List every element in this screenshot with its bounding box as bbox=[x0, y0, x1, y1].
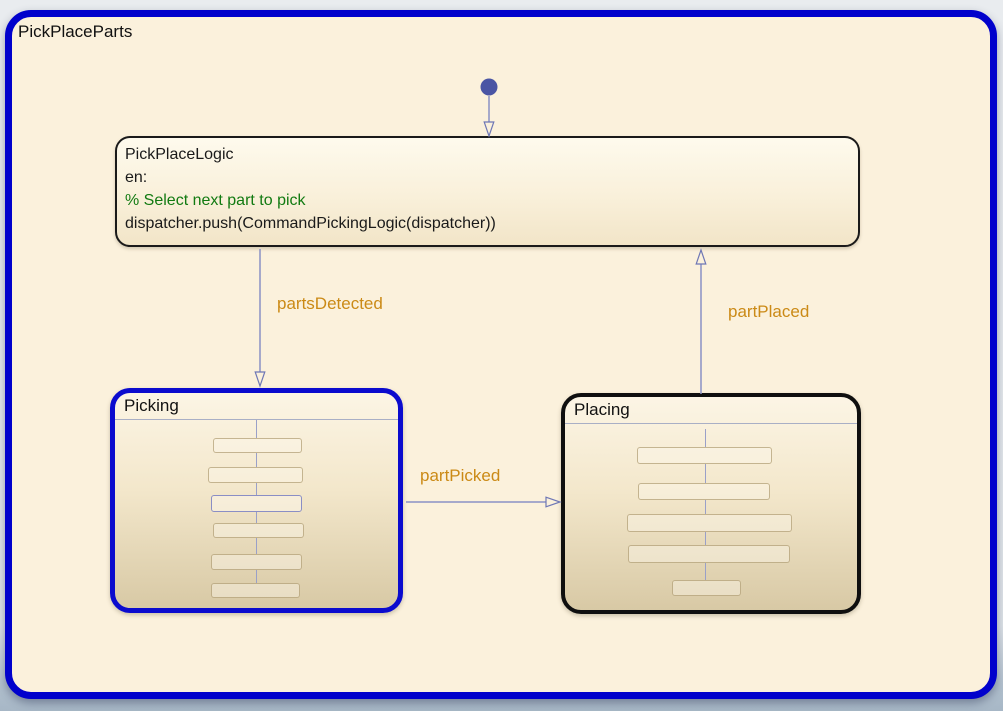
state-pickplacelogic-entry-label: en: bbox=[125, 169, 148, 186]
mini-state-box bbox=[213, 523, 304, 538]
state-placing-title-row: Placing bbox=[565, 397, 857, 424]
state-pickplacelogic-action: dispatcher.push(CommandPickingLogic(disp… bbox=[125, 215, 496, 232]
state-placing[interactable]: Placing bbox=[561, 393, 861, 614]
mini-connector bbox=[256, 570, 257, 583]
transition-label-partsdetected[interactable]: partsDetected bbox=[277, 294, 383, 313]
mini-connector bbox=[705, 563, 706, 580]
mini-connector bbox=[256, 453, 257, 467]
state-picking-name: Picking bbox=[124, 396, 179, 415]
mini-state-box bbox=[627, 514, 792, 532]
mini-state-box-selected bbox=[211, 495, 302, 512]
mini-state-box bbox=[208, 467, 303, 483]
state-pickplacelogic-body: PickPlaceLogic en: % Select next part to… bbox=[125, 143, 850, 235]
mini-state-box bbox=[211, 554, 302, 570]
state-picking[interactable]: Picking bbox=[110, 388, 403, 613]
mini-state-box bbox=[213, 438, 302, 453]
chart-title: PickPlaceParts bbox=[18, 22, 133, 41]
mini-state-box bbox=[211, 583, 300, 598]
mini-state-box bbox=[628, 545, 790, 563]
mini-connector bbox=[256, 483, 257, 495]
mini-state-box bbox=[637, 447, 772, 464]
mini-connector bbox=[705, 429, 706, 447]
mini-connector bbox=[705, 532, 706, 545]
mini-state-box bbox=[638, 483, 770, 500]
mini-connector bbox=[705, 464, 706, 483]
mini-connector bbox=[256, 420, 257, 438]
mini-connector bbox=[256, 512, 257, 523]
state-placing-name: Placing bbox=[574, 400, 630, 419]
state-pickplacelogic-name: PickPlaceLogic bbox=[125, 146, 234, 163]
state-pickplacelogic-comment: % Select next part to pick bbox=[125, 192, 306, 209]
state-pickplacelogic[interactable]: PickPlaceLogic en: % Select next part to… bbox=[115, 136, 860, 247]
mini-connector bbox=[256, 538, 257, 554]
mini-state-box bbox=[672, 580, 741, 596]
transition-label-partplaced[interactable]: partPlaced bbox=[728, 302, 810, 321]
mini-connector bbox=[705, 500, 706, 514]
state-picking-title-row: Picking bbox=[115, 393, 398, 420]
transition-label-partpicked[interactable]: partPicked bbox=[420, 466, 501, 485]
